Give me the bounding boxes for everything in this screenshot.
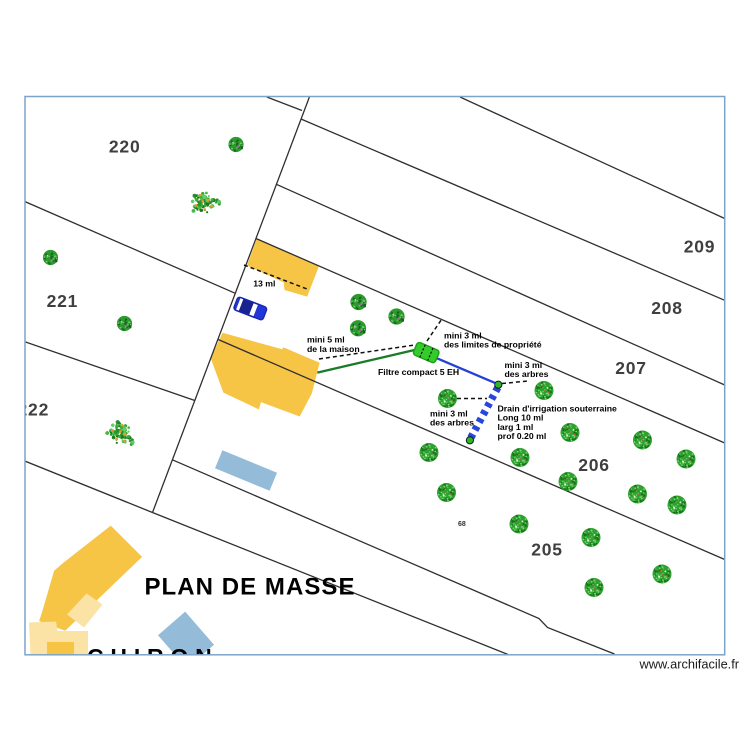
svg-text:des arbres: des arbres (505, 369, 549, 379)
svg-text:208: 208 (651, 298, 683, 318)
svg-text:Filtre compact 5 EH: Filtre compact 5 EH (378, 367, 459, 377)
svg-text:larg 1 ml: larg 1 ml (498, 422, 534, 432)
svg-text:68: 68 (458, 521, 466, 528)
svg-text:221: 221 (47, 291, 79, 311)
svg-text:CHIRON: CHIRON (87, 644, 219, 670)
svg-text:Drain d'irrigation souterraine: Drain d'irrigation souterraine (498, 403, 618, 413)
svg-text:222: 222 (18, 400, 50, 420)
svg-text:prof 0.20 ml: prof 0.20 ml (498, 431, 547, 441)
svg-text:des limites de propriété: des limites de propriété (444, 340, 542, 350)
svg-text:220: 220 (109, 136, 141, 156)
svg-text:Long 10 ml: Long 10 ml (498, 413, 544, 423)
svg-text:207: 207 (615, 358, 647, 378)
svg-text:mini 5 ml: mini 5 ml (307, 335, 345, 345)
svg-text:206: 206 (578, 455, 610, 475)
svg-text:mini 3 ml: mini 3 ml (430, 409, 468, 419)
svg-text:PLAN DE MASSE: PLAN DE MASSE (145, 574, 356, 601)
svg-text:209: 209 (684, 236, 716, 256)
svg-text:www.archifacile.fr: www.archifacile.fr (639, 657, 740, 672)
svg-text:13 ml: 13 ml (253, 279, 275, 289)
svg-text:205: 205 (531, 540, 563, 560)
svg-text:mini 3 ml: mini 3 ml (444, 331, 482, 341)
svg-text:des arbres: des arbres (430, 418, 474, 428)
svg-text:de la maison: de la maison (307, 344, 360, 354)
svg-text:mini 3 ml: mini 3 ml (505, 360, 543, 370)
